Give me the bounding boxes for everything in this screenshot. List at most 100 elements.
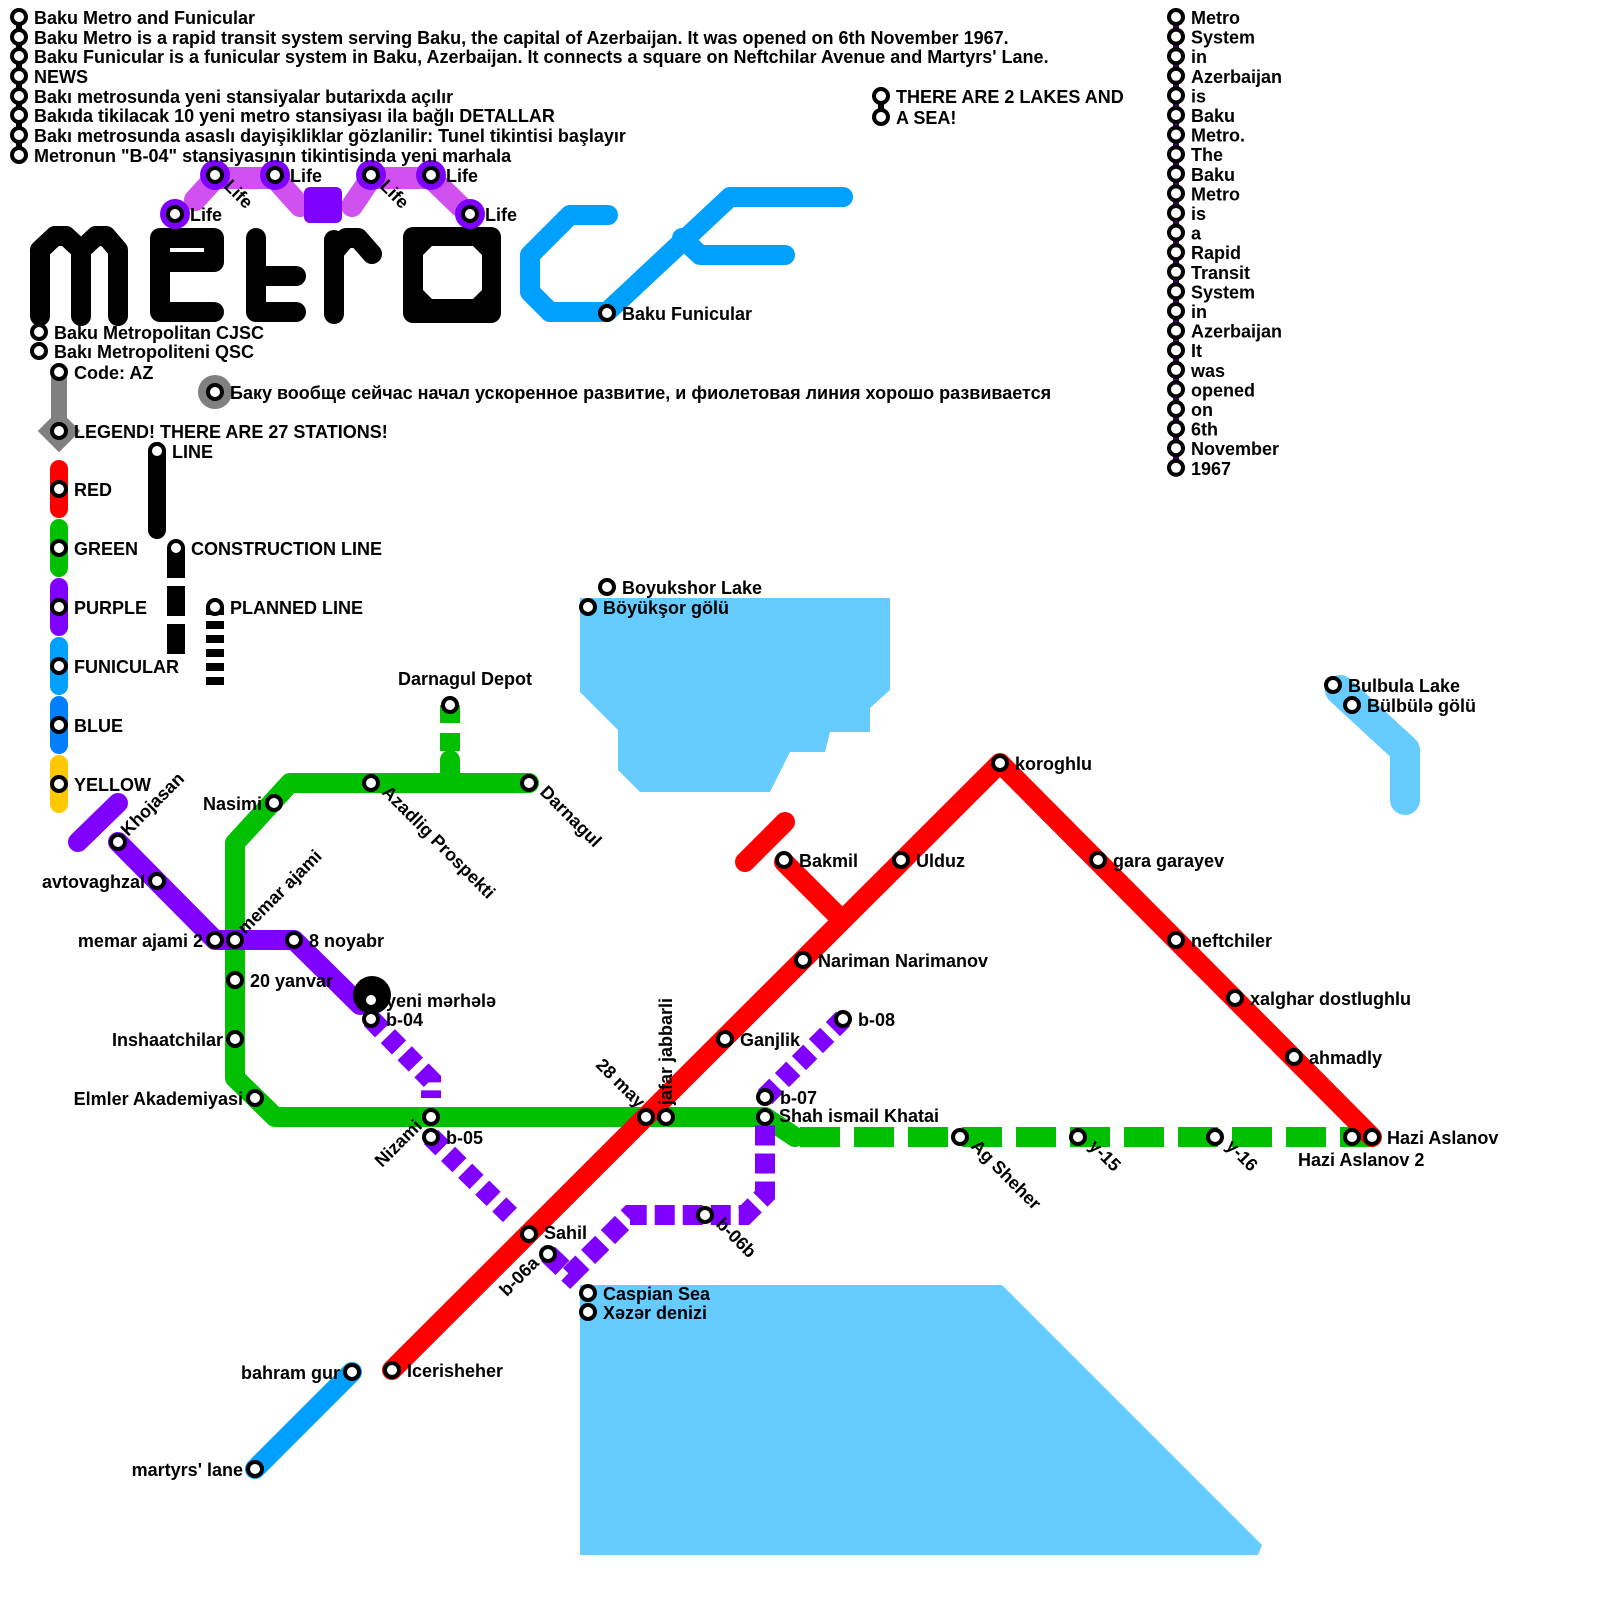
bulbula-lake-label[interactable]: Bulbula Lake bbox=[1324, 676, 1460, 696]
country-code: Code: AZ bbox=[50, 363, 153, 383]
right-column-word-marker bbox=[1167, 223, 1185, 242]
life-label[interactable]: Life bbox=[422, 166, 478, 186]
station-label: bahram gur bbox=[241, 1363, 340, 1383]
station[interactable]: Shah ismail Khatai bbox=[756, 1106, 939, 1126]
station[interactable]: b-08 bbox=[834, 1010, 895, 1030]
station[interactable]: Hazi Aslanov 2 bbox=[1298, 1128, 1424, 1170]
life-square bbox=[304, 187, 342, 223]
station-label: xalghar dostlughlu bbox=[1250, 989, 1411, 1009]
station[interactable]: jafar jabbarli bbox=[656, 998, 676, 1126]
station[interactable]: ahmadly bbox=[1285, 1048, 1382, 1068]
station[interactable]: Bakmil bbox=[775, 851, 858, 871]
boyukshor-lake-label-az[interactable]: Böyükşor gölü bbox=[579, 598, 729, 618]
station[interactable]: Ulduz bbox=[892, 851, 965, 871]
station-marker bbox=[520, 1225, 538, 1243]
boyukshor-lake-label-label: Boyukshor Lake bbox=[622, 578, 762, 598]
station-marker bbox=[246, 1089, 264, 1107]
right-column-word: in bbox=[1167, 302, 1207, 322]
station[interactable]: 20 yanvar bbox=[226, 971, 333, 991]
station-label: gara garayev bbox=[1113, 851, 1224, 871]
lakes-note[interactable]: THERE ARE 2 LAKES AND bbox=[872, 87, 1124, 107]
caspian-sea-label-az[interactable]: Xəzər denizi bbox=[579, 1303, 707, 1323]
water-bodies bbox=[580, 598, 1420, 1555]
header-line-marker bbox=[10, 126, 28, 144]
metro-logo bbox=[30, 226, 382, 326]
station[interactable]: avtovaghzal bbox=[42, 872, 166, 892]
legend-planned-line: PLANNED LINE bbox=[206, 598, 363, 618]
russian-note: Баку вообще сейчас начал ускоренное разв… bbox=[206, 383, 1051, 403]
right-column-word: Baku bbox=[1167, 106, 1235, 126]
life-label[interactable]: Life bbox=[461, 205, 517, 225]
station[interactable]: memar ajami 2 bbox=[78, 931, 224, 951]
life-label-marker bbox=[206, 166, 224, 184]
baku-funicular-station[interactable]: Baku Funicular bbox=[598, 304, 752, 324]
life-label[interactable]: Life bbox=[166, 205, 222, 225]
legend-title-marker bbox=[50, 422, 68, 440]
legend-item-funicular-marker bbox=[50, 657, 68, 675]
header-line[interactable]: Bakıda tikilacak 10 yeni metro stansiyas… bbox=[10, 106, 555, 126]
right-column-word: opened bbox=[1167, 380, 1255, 400]
right-column-word: was bbox=[1167, 360, 1225, 381]
header-line-label: Bakıda tikilacak 10 yeni metro stansiyas… bbox=[34, 106, 555, 126]
station[interactable]: Ganjlik bbox=[716, 1030, 801, 1050]
header-line[interactable]: Bakı metrosunda asaslı dayişikliklar göz… bbox=[10, 126, 626, 146]
station[interactable]: b-07 bbox=[756, 1088, 817, 1108]
station-marker bbox=[226, 971, 244, 989]
station[interactable]: Inshaatchilar bbox=[112, 1030, 244, 1050]
station[interactable]: Azadlig Prospekti bbox=[362, 774, 499, 903]
right-column-word-label: It bbox=[1191, 341, 1202, 361]
station[interactable]: Darnagul bbox=[520, 774, 605, 851]
header-line[interactable]: Baku Metro is a rapid transit system ser… bbox=[10, 28, 1009, 48]
station-marker bbox=[1363, 1128, 1381, 1146]
right-column-word-label: Transit bbox=[1191, 263, 1250, 283]
station[interactable]: b-05 bbox=[422, 1128, 483, 1148]
bulbula-lake-label-az-label: Bülbülə gölü bbox=[1367, 696, 1476, 716]
station[interactable]: yeni mərhələ bbox=[362, 991, 496, 1011]
station[interactable]: b-04 bbox=[362, 1010, 423, 1030]
station[interactable]: bahram gur bbox=[241, 1363, 361, 1383]
station[interactable]: neftchiler bbox=[1167, 931, 1272, 951]
station[interactable]: gara garayev bbox=[1089, 851, 1224, 871]
header-line-marker bbox=[10, 106, 28, 124]
station[interactable]: koroghlu bbox=[991, 754, 1092, 774]
bulbula-lake-label-az[interactable]: Bülbülə gölü bbox=[1343, 696, 1476, 716]
right-column-word-label: System bbox=[1191, 282, 1255, 302]
station[interactable]: Icerisheher bbox=[383, 1361, 503, 1381]
boyukshor-lake-label[interactable]: Boyukshor Lake bbox=[598, 578, 762, 598]
baku-funicular-station-marker bbox=[598, 304, 616, 322]
right-column-word-label: 1967 bbox=[1191, 459, 1231, 479]
funicular-line bbox=[245, 1362, 362, 1479]
station-label: Bakmil bbox=[799, 851, 858, 871]
lakes-note[interactable]: A SEA! bbox=[872, 108, 956, 128]
legend-item-green: GREEN bbox=[50, 539, 138, 559]
station[interactable]: martyrs' lane bbox=[132, 1460, 264, 1480]
station[interactable]: 8 noyabr bbox=[285, 931, 384, 951]
header-line-marker bbox=[10, 47, 28, 65]
lakes-note-marker bbox=[872, 108, 890, 126]
right-column-word: Baku bbox=[1167, 164, 1235, 185]
header-line[interactable]: NEWS bbox=[10, 67, 88, 87]
legend-item-funicular: FUNICULAR bbox=[50, 657, 179, 677]
caspian-sea-label[interactable]: Caspian Sea bbox=[579, 1284, 711, 1304]
bulbula-lake-label-az-marker bbox=[1343, 696, 1361, 714]
right-column-word-marker bbox=[1167, 458, 1185, 477]
station[interactable]: Nasimi bbox=[203, 794, 283, 814]
header-line[interactable]: Metronun "B-04" stansiyasının tikintisin… bbox=[10, 146, 512, 166]
bulbula-lake-label-marker bbox=[1324, 676, 1342, 694]
header-line[interactable]: Bakı metrosunda yeni stansiyalar butarix… bbox=[10, 87, 453, 107]
header-line[interactable]: Baku Funicular is a funicular system in … bbox=[10, 47, 1049, 67]
station[interactable]: Elmler Akademiyasi bbox=[74, 1089, 264, 1109]
station-label: koroghlu bbox=[1015, 754, 1092, 774]
life-label[interactable]: Life bbox=[266, 166, 322, 186]
station[interactable]: Sahil bbox=[520, 1223, 587, 1243]
boyukshor-lake-label-az-label: Böyükşor gölü bbox=[603, 598, 729, 618]
station[interactable]: y-15 bbox=[1069, 1128, 1125, 1175]
station-marker bbox=[441, 696, 459, 714]
station[interactable]: xalghar dostlughlu bbox=[1226, 989, 1411, 1009]
station[interactable]: Darnagul Depot bbox=[398, 669, 532, 714]
right-column-word-label: Metro bbox=[1191, 8, 1240, 28]
station[interactable]: Nariman Narimanov bbox=[794, 951, 988, 971]
station[interactable]: Hazi Aslanov bbox=[1363, 1128, 1498, 1148]
right-column-word: Metro. bbox=[1167, 125, 1245, 146]
station-label: memar ajami 2 bbox=[78, 931, 203, 951]
